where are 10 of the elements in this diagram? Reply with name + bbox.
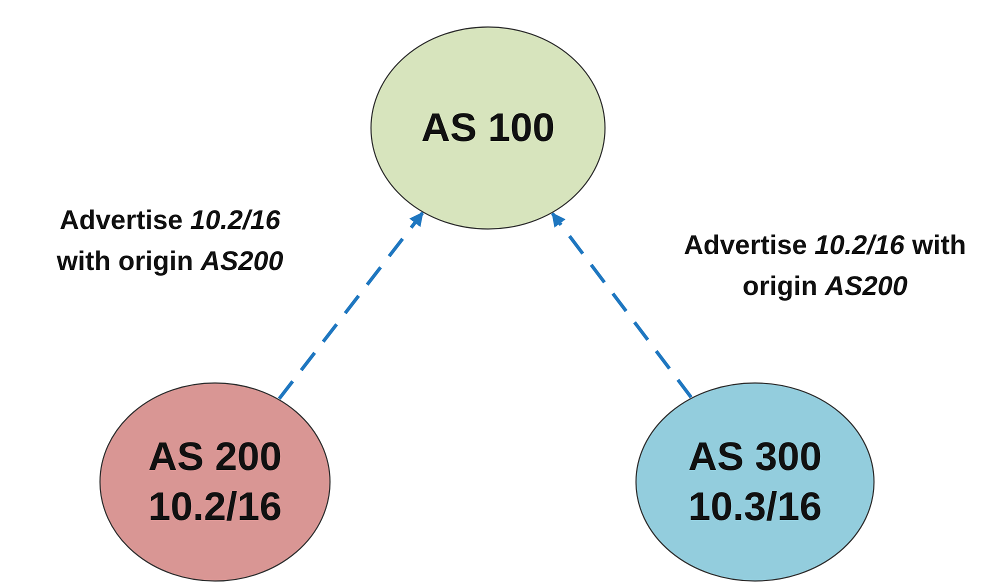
dashed-arrow <box>551 212 693 398</box>
as-circle <box>635 382 875 582</box>
prefix-text: 10.3/16 <box>688 484 822 531</box>
as-circle <box>99 382 331 582</box>
as-name: AS 100 <box>421 105 555 152</box>
as-name: AS 200 <box>148 434 282 481</box>
dashed-arrow <box>278 212 424 400</box>
as-circle <box>370 26 606 230</box>
prefix-text: 10.2/16 <box>148 484 282 531</box>
as-name: AS 300 <box>688 434 822 481</box>
